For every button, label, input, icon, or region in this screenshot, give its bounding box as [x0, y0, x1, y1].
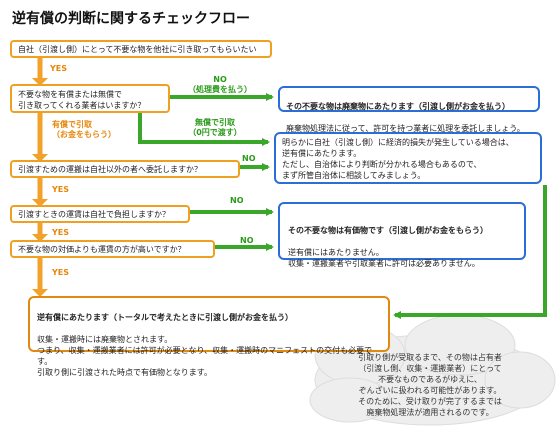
valuable-heading: その不要な物は有価物です（引渡し側がお金をもらう） [288, 226, 488, 235]
cloud-note: 引取り側が受取るまで、その物は占有者 （引渡し側、収集・運搬業者）にとって 不要… [358, 353, 502, 417]
label-yes-4: YES [52, 228, 70, 237]
label-no-3: NO [242, 154, 256, 163]
label-yes-3: YES [52, 185, 70, 194]
connector-loss-final [393, 185, 547, 319]
label-yes-5: YES [52, 268, 70, 277]
result-box-final: 逆有償にあたります（トータルで考えたときに引渡し側がお金を払う） 収集・運搬時に… [28, 296, 390, 377]
question-box-1: 自社（引渡し側）にとって不要な物を他社に引き取ってもらいたい [10, 40, 272, 58]
label-yes-1: YES [50, 64, 68, 73]
question-box-4: 引渡すときの運賃は自社で負担しますか？ [10, 205, 190, 223]
result-box-waste: その不要な物は廃棄物にあたります（引渡し側がお金を払う） 廃棄物処理法に従って、… [278, 86, 540, 133]
label-paid: 有償で引取 （お金をもらう） [52, 120, 116, 139]
result-box-loss: 明らかに自社（引渡し側）に経済的損失が発生している場合は、 逆有償にあたります。… [274, 132, 542, 184]
valuable-body: 逆有償にはあたりません。 収集・運搬業者や引取業者に許可は必要ありません。 [288, 248, 480, 268]
final-heading: 逆有償にあたります（トータルで考えたときに引渡し側がお金を払う） [37, 313, 293, 322]
label-free: 無償で引取 （0円で渡す） [188, 118, 242, 137]
label-no-disposal: NO （処理費を払う） [188, 75, 252, 94]
page-title: 逆有償の判断に関するチェックフロー [12, 11, 250, 27]
result-box-valuable: その不要な物は有価物です（引渡し側がお金をもらう） 逆有償にはあたりません。 収… [278, 202, 526, 268]
label-no-5: NO [240, 236, 254, 245]
question-box-2: 不要な物を有償または無償で 引き取ってくれる業者はいますか？ [10, 84, 170, 113]
connector-free-loss [138, 110, 270, 146]
cloud-shape [309, 314, 556, 426]
label-no-4: NO [230, 196, 244, 205]
waste-heading: その不要な物は廃棄物にあたります（引渡し側がお金を払う） [286, 102, 510, 111]
question-box-5: 不要な物の対価よりも運賃の方が高いですか？ [10, 240, 215, 258]
question-box-3: 引渡すための運搬は自社以外の者へ委託しますか？ [10, 160, 240, 178]
waste-body: 廃棄物処理法に従って、許可を持つ業者に処理を委託しましょう。 [286, 124, 525, 133]
final-body: 収集・運搬時には廃棄物とされます。 つまり、収集・運搬業者には許可が必要となり、… [37, 335, 373, 377]
